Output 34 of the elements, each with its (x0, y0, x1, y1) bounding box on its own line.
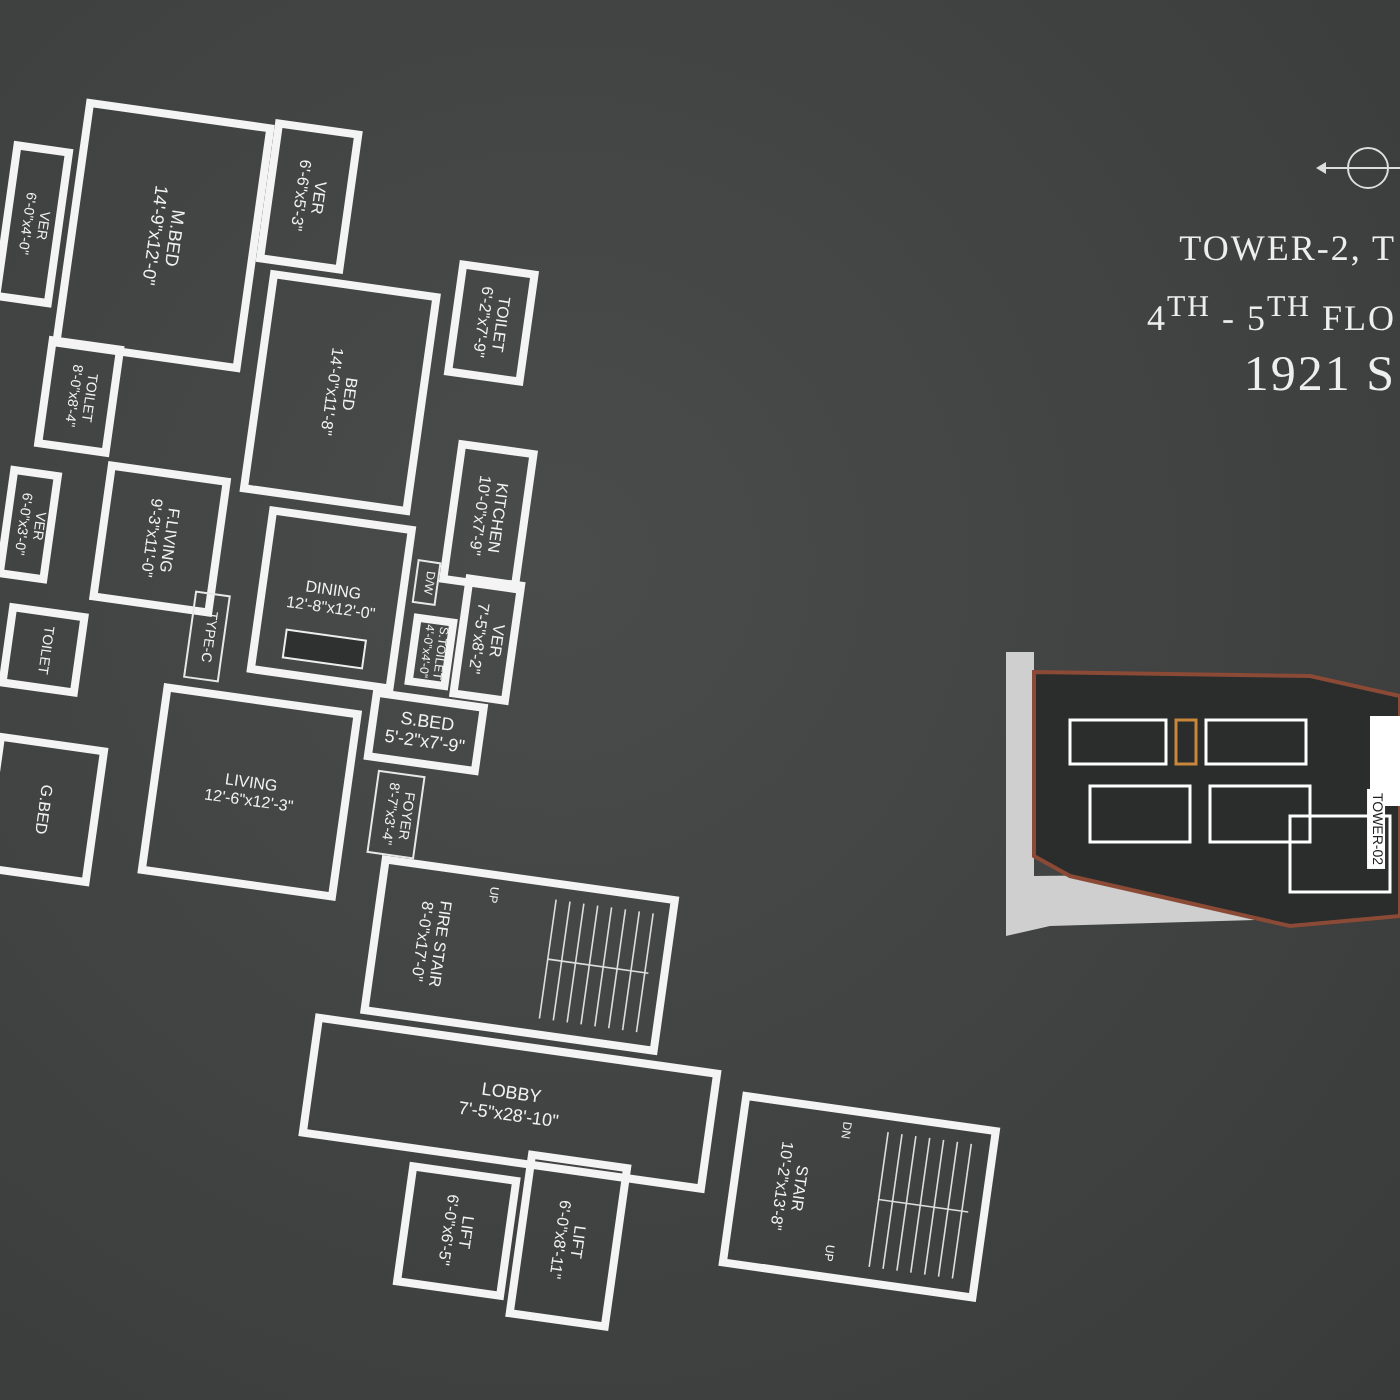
room (137, 683, 363, 901)
room (247, 506, 417, 694)
room-dimensions: 14'-9"x12'-0" (136, 183, 171, 286)
room-name: STAIR (787, 1163, 815, 1212)
room-name: VER (308, 179, 333, 215)
room (449, 574, 527, 706)
room-name: BED (338, 375, 363, 411)
label-box (184, 589, 232, 683)
room (391, 1160, 521, 1300)
room (719, 1090, 1001, 1302)
room (360, 855, 680, 1057)
room-dimensions: 12'-8"x12'-0" (285, 593, 377, 625)
room (239, 269, 441, 515)
room (403, 613, 457, 691)
room (444, 261, 540, 387)
room (34, 335, 126, 457)
room (363, 688, 489, 776)
room-dimensions: 9'-3"x11'-0" (136, 498, 166, 580)
room (256, 118, 364, 274)
label-box (411, 558, 441, 606)
label-box (366, 769, 426, 859)
room (438, 439, 538, 593)
room-dimensions: 5'-2"x7'-9" (383, 726, 466, 759)
room (0, 602, 90, 698)
title: TOWER-2, T (1179, 228, 1396, 270)
subtitle: 1921 S (1243, 348, 1396, 404)
room (0, 464, 62, 584)
room (298, 1014, 722, 1194)
room-dimensions: 10'-0"x7'-9" (464, 473, 494, 556)
room-name: G.BED (31, 784, 57, 836)
room (504, 1149, 632, 1331)
room (0, 140, 73, 308)
room (0, 732, 110, 888)
subtitle: 4$^{TH}$ - 5$^{TH}$ FLO (1146, 292, 1396, 340)
